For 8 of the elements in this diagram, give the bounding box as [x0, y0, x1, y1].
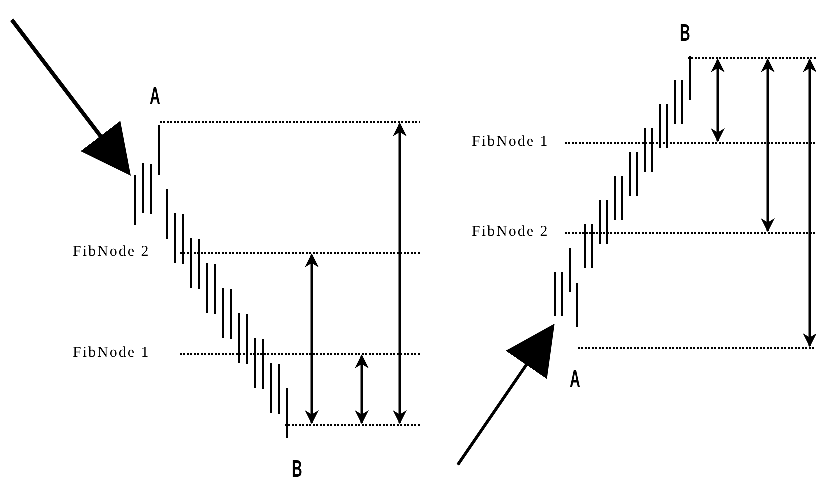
level-label: FibNode 2	[472, 225, 550, 240]
point-label: A	[570, 368, 580, 392]
level-label: FibNode 2	[73, 245, 150, 260]
point-label: B	[292, 458, 302, 482]
point-label: A	[150, 85, 160, 109]
level-label: FibNode 1	[472, 135, 550, 150]
point-label: B	[680, 22, 690, 46]
level-label: FibNode 1	[73, 346, 150, 361]
